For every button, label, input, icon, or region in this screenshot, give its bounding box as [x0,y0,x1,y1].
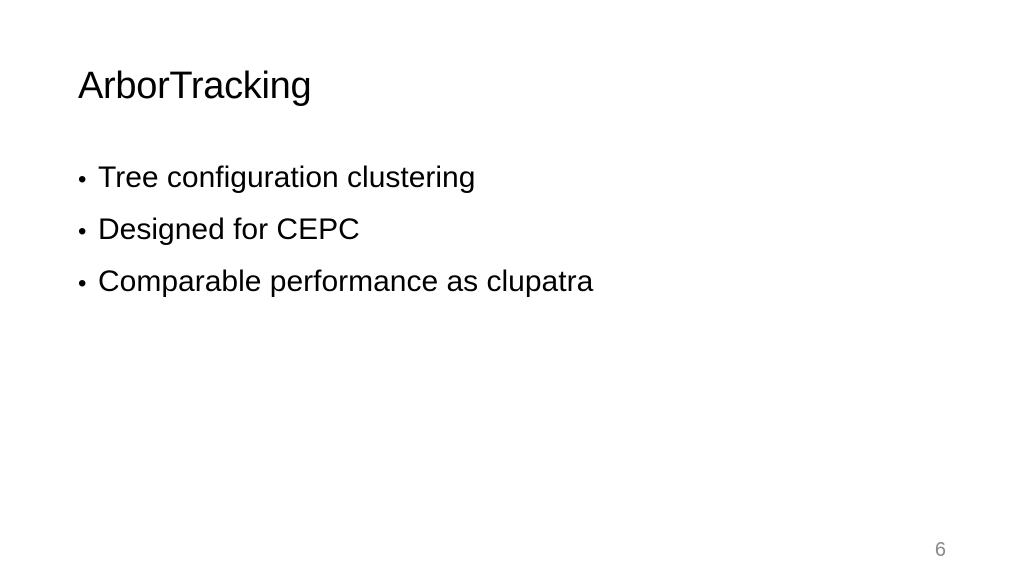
bullet-item: • Designed for CEPC [78,204,593,256]
bullet-icon: • [78,218,87,245]
bullet-list: • Tree configuration clustering • Design… [78,152,593,308]
slide-title: ArborTracking [78,65,312,107]
bullet-item: • Tree configuration clustering [78,152,593,204]
bullet-icon: • [78,270,87,297]
bullet-item: • Comparable performance as clupatra [78,256,593,308]
bullet-text: Comparable performance as clupatra [98,265,594,298]
slide-number: 6 [934,539,946,561]
bullet-text: Tree configuration clustering [98,161,476,194]
bullet-icon: • [78,166,87,193]
bullet-text: Designed for CEPC [98,213,360,246]
